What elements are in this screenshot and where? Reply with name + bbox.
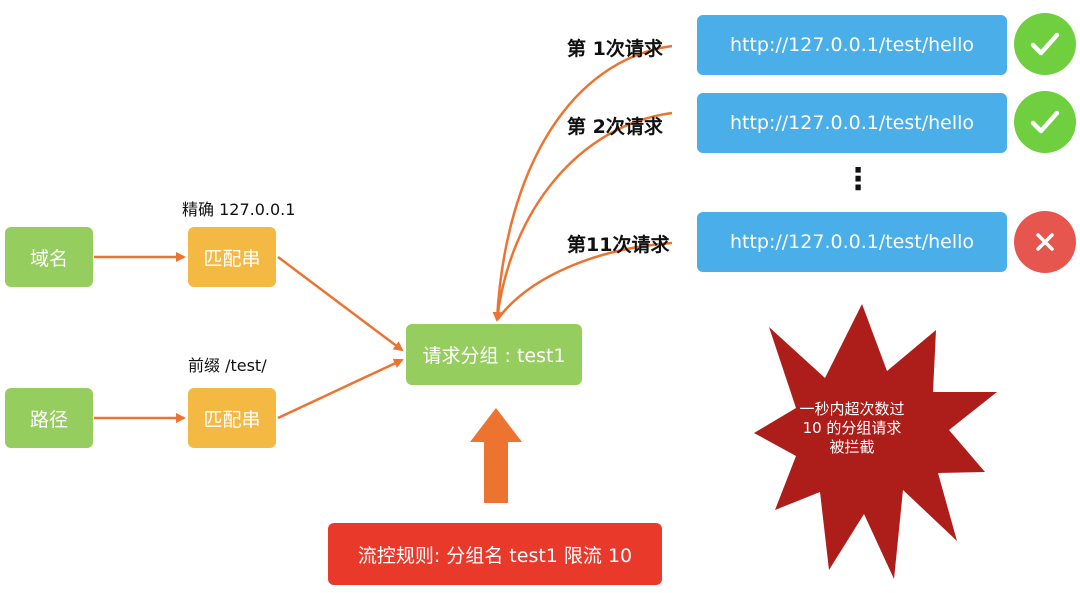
request-group-box: 请求分组 : test1 [406, 324, 582, 385]
flow-rule-box: 流控规则: 分组名 test1 限流 10 [328, 523, 662, 585]
request-1-label: 第 1次请求 [567, 38, 663, 60]
burst-line-3: 被拦截 [829, 438, 875, 456]
request-1-url: http://127.0.0.1/test/hello [697, 15, 1007, 75]
check-icon [1014, 13, 1076, 75]
curve-request-11-to-group [495, 241, 673, 321]
domain-node: 域名 [5, 227, 93, 287]
rule-up-arrow [470, 408, 522, 503]
burst-line-2: 10 的分组请求 [802, 419, 902, 437]
exact-match-label: 精确 127.0.0.1 [182, 200, 296, 219]
curve-request-1-to-group [492, 44, 673, 322]
curve-request-2-to-group [495, 111, 673, 321]
request-2-url: http://127.0.0.1/test/hello [697, 93, 1007, 153]
ellipsis-dots: ⋮ [843, 162, 873, 197]
arrow-exact-matcher-to-group [277, 256, 404, 352]
check-icon [1014, 91, 1076, 153]
path-node: 路径 [5, 388, 93, 448]
arrow-prefix-matcher-to-group [277, 358, 404, 420]
prefix-match-label: 前缀 /test/ [188, 356, 267, 375]
burst-line-1: 一秒内超次数过 [799, 400, 905, 418]
cross-icon [1014, 211, 1076, 273]
request-11-label: 第11次请求 [567, 234, 670, 256]
request-2-label: 第 2次请求 [567, 116, 663, 138]
prefix-matcher-box: 匹配串 [188, 388, 276, 448]
request-11-url: http://127.0.0.1/test/hello [697, 212, 1007, 272]
burst-text: 一秒内超次数过 10 的分组请求 被拦截 [790, 400, 914, 457]
exact-matcher-box: 匹配串 [188, 227, 276, 287]
burst-shape [754, 304, 997, 579]
